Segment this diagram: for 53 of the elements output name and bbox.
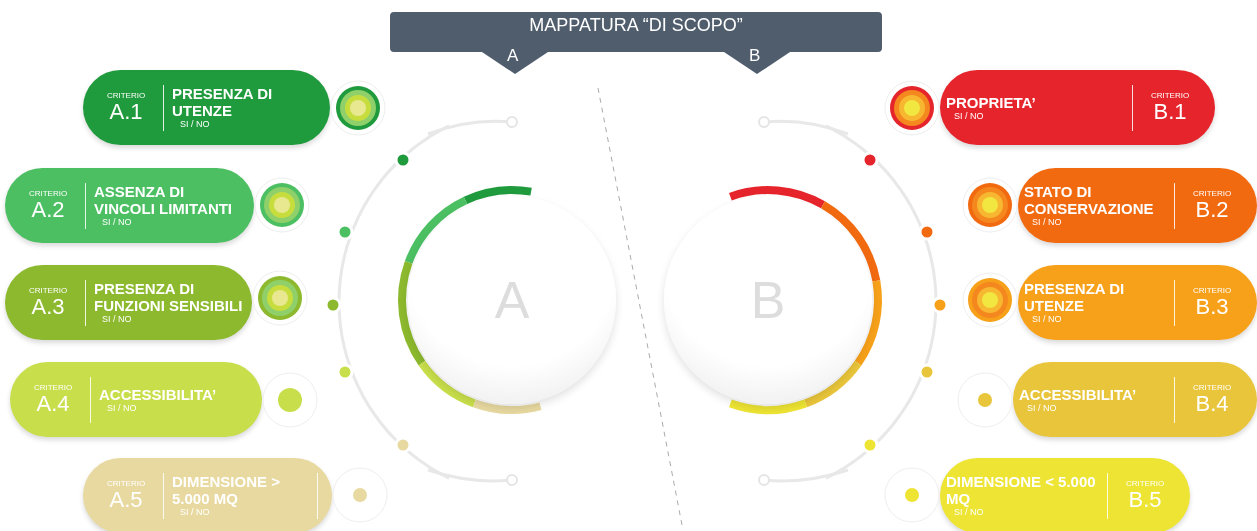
answer-label: SI / NO bbox=[180, 507, 211, 518]
criterion-title: DIMENSIONE > 5.000 MQ bbox=[172, 473, 281, 507]
criterion-title: ACCESSIBILITA’ bbox=[1019, 385, 1138, 403]
criterion-code: A.5 bbox=[109, 488, 143, 512]
tab-label: B bbox=[749, 46, 761, 66]
criterion-code: B.5 bbox=[1128, 488, 1162, 512]
answer-label: SI / NO bbox=[102, 217, 133, 228]
criterion-code: B.2 bbox=[1195, 198, 1229, 222]
criterion-pill bbox=[940, 458, 1190, 531]
criterion-code: A.4 bbox=[36, 392, 70, 416]
answer-label: SI / NO bbox=[180, 119, 211, 130]
criterion-pill bbox=[1013, 362, 1257, 437]
criterion-title: ASSENZA DI VINCOLI LIMITANTI bbox=[94, 183, 234, 217]
criterion-title: STATO DI CONSERVAZIONE bbox=[1024, 183, 1155, 217]
criterion-title: PROPRIETA’ bbox=[946, 93, 1037, 111]
criterion-pill bbox=[940, 70, 1215, 145]
criterion-title: ACCESSIBILITA’ bbox=[99, 385, 218, 403]
criterion-pill bbox=[5, 168, 254, 243]
answer-label: SI / NO bbox=[954, 507, 985, 518]
criterion-pill bbox=[83, 458, 332, 531]
answer-label: SI / NO bbox=[954, 110, 985, 122]
title: MAPPATURA “DI SCOPO” bbox=[528, 15, 744, 36]
criterion-pill bbox=[1018, 168, 1257, 243]
criterion-pill bbox=[5, 265, 252, 340]
criterion-label: CRITERIO bbox=[1150, 91, 1190, 100]
criterion-pill bbox=[1018, 265, 1257, 340]
criterion-label: CRITERIO bbox=[106, 479, 146, 488]
answer-label: SI / NO bbox=[1032, 217, 1063, 228]
criterion-code: B.1 bbox=[1153, 100, 1187, 124]
criterion-title: PRESENZA DI UTENZE bbox=[1024, 280, 1126, 314]
criterion-label: CRITERIO bbox=[1125, 479, 1165, 488]
answer-label: SI / NO bbox=[1027, 402, 1058, 414]
criterion-label: CRITERIO bbox=[33, 383, 73, 392]
criterion-label: CRITERIO bbox=[28, 189, 68, 198]
criterion-code: B.4 bbox=[1195, 392, 1229, 416]
criterion-label: CRITERIO bbox=[1192, 286, 1232, 295]
tab-label: A bbox=[507, 46, 519, 66]
criterion-title: PRESENZA DI UTENZE bbox=[172, 85, 274, 119]
criterion-title: PRESENZA DI FUNZIONI SENSIBILI bbox=[94, 280, 244, 314]
criterion-code: B.3 bbox=[1195, 295, 1229, 319]
criterion-code: A.3 bbox=[31, 295, 65, 319]
criterion-code: A.1 bbox=[109, 100, 143, 124]
answer-label: SI / NO bbox=[107, 402, 138, 414]
criterion-label: CRITERIO bbox=[28, 286, 68, 295]
criterion-code: A.2 bbox=[31, 198, 65, 222]
criterion-pill bbox=[10, 362, 262, 437]
criterion-label: CRITERIO bbox=[106, 91, 146, 100]
answer-label: SI / NO bbox=[102, 314, 133, 325]
answer-label: SI / NO bbox=[1032, 314, 1063, 325]
criterion-title: DIMENSIONE < 5.000 MQ bbox=[946, 473, 1097, 507]
criterion-label: CRITERIO bbox=[1192, 383, 1232, 392]
criterion-label: CRITERIO bbox=[1192, 189, 1232, 198]
criterion-pill bbox=[83, 70, 330, 145]
